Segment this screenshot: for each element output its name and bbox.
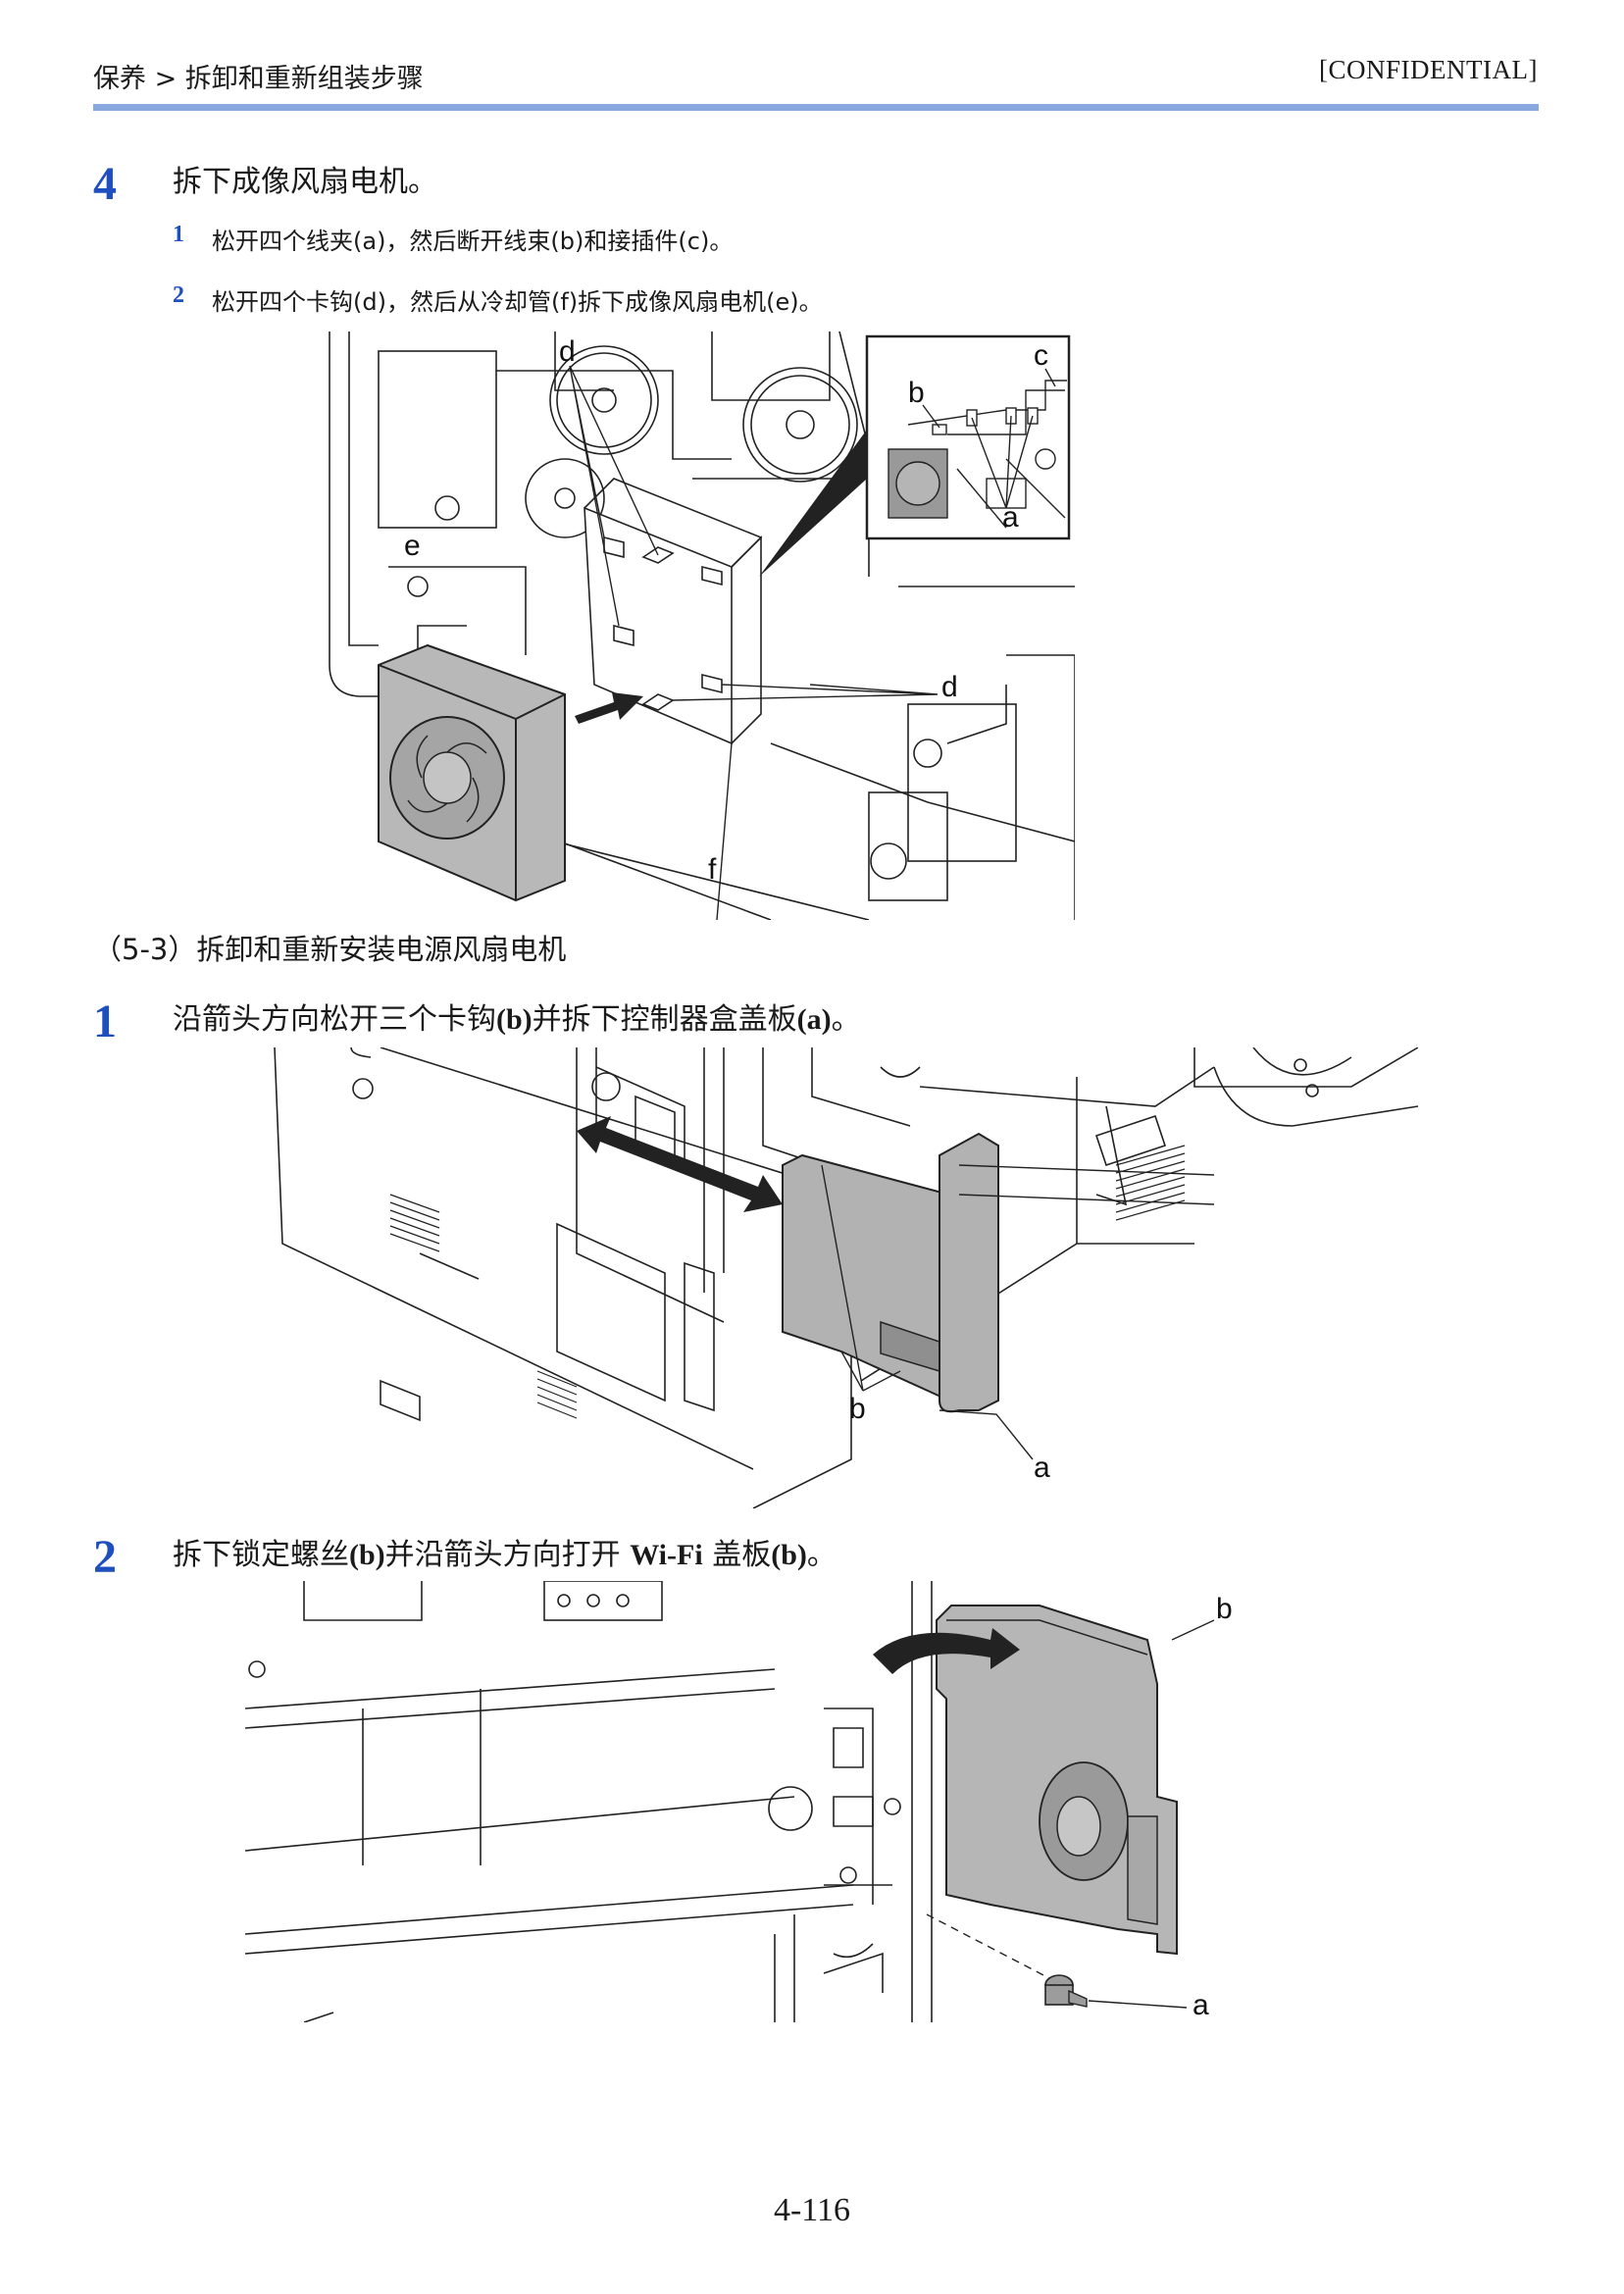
step-1-number: 1	[93, 995, 117, 1047]
substep-1-number: 1	[173, 222, 184, 247]
label-c-inset: c	[1034, 339, 1048, 372]
imaging-fan-icon	[378, 643, 566, 902]
label-a-inset: a	[1002, 501, 1019, 534]
open-direction-arrow-icon	[873, 1628, 1020, 1674]
removal-arrow-icon	[575, 692, 643, 724]
wifi-cover-icon	[936, 1605, 1178, 1956]
figure-imaging-fan: d e d f a b c	[320, 331, 1075, 920]
label-a-screw: a	[1193, 1989, 1209, 2021]
wifi-cover-illustration: b a	[245, 1581, 1233, 2022]
section-heading: （5-3）拆卸和重新安装电源风扇电机	[93, 933, 567, 966]
page-number: 4-116	[773, 2192, 851, 2228]
label-b-cover: b	[849, 1393, 866, 1425]
label-b-wifi: b	[1216, 1593, 1233, 1625]
label-b-inset: b	[908, 377, 925, 409]
controller-cover-illustration: b a	[274, 1047, 1418, 1508]
label-f: f	[708, 853, 717, 886]
confidential-label: [CONFIDENTIAL]	[1319, 55, 1538, 84]
figure-wifi-cover: b a	[245, 1581, 1255, 2022]
figure-controller-cover: b a	[273, 1047, 1418, 1508]
lock-screw-icon	[1044, 1974, 1088, 2008]
step-2-text: 拆下锁定螺丝(b)并沿箭头方向打开 Wi-Fi 盖板(b)。	[173, 1538, 837, 1572]
direction-arrow-icon	[577, 1116, 783, 1212]
step-4-number: 4	[93, 158, 117, 210]
fan-motor-illustration: d e d f a b c	[329, 331, 1075, 920]
label-d-top: d	[559, 335, 576, 368]
substep-2-number: 2	[173, 282, 184, 308]
label-e: e	[404, 530, 421, 562]
label-a-cover: a	[1034, 1452, 1050, 1484]
header-rule	[93, 104, 1539, 111]
controller-box-cover-icon	[782, 1132, 1215, 1413]
screw-path	[926, 1913, 1050, 1979]
substep-1-text: 松开四个线夹(a)，然后断开线束(b)和接插件(c)。	[212, 228, 734, 255]
label-d-right: d	[941, 671, 958, 703]
step-2-number: 2	[93, 1531, 117, 1583]
substep-2-text: 松开四个卡钩(d)，然后从冷却管(f)拆下成像风扇电机(e)。	[212, 288, 823, 316]
detail-inset	[865, 334, 1071, 540]
breadcrumb: 保养 > 拆卸和重新组装步骤	[93, 64, 424, 94]
step-1-text: 沿箭头方向松开三个卡钩(b)并拆下控制器盒盖板(a)。	[173, 1002, 861, 1037]
step-4-title: 拆下成像风扇电机。	[173, 165, 437, 199]
inset-pointer	[759, 430, 867, 577]
